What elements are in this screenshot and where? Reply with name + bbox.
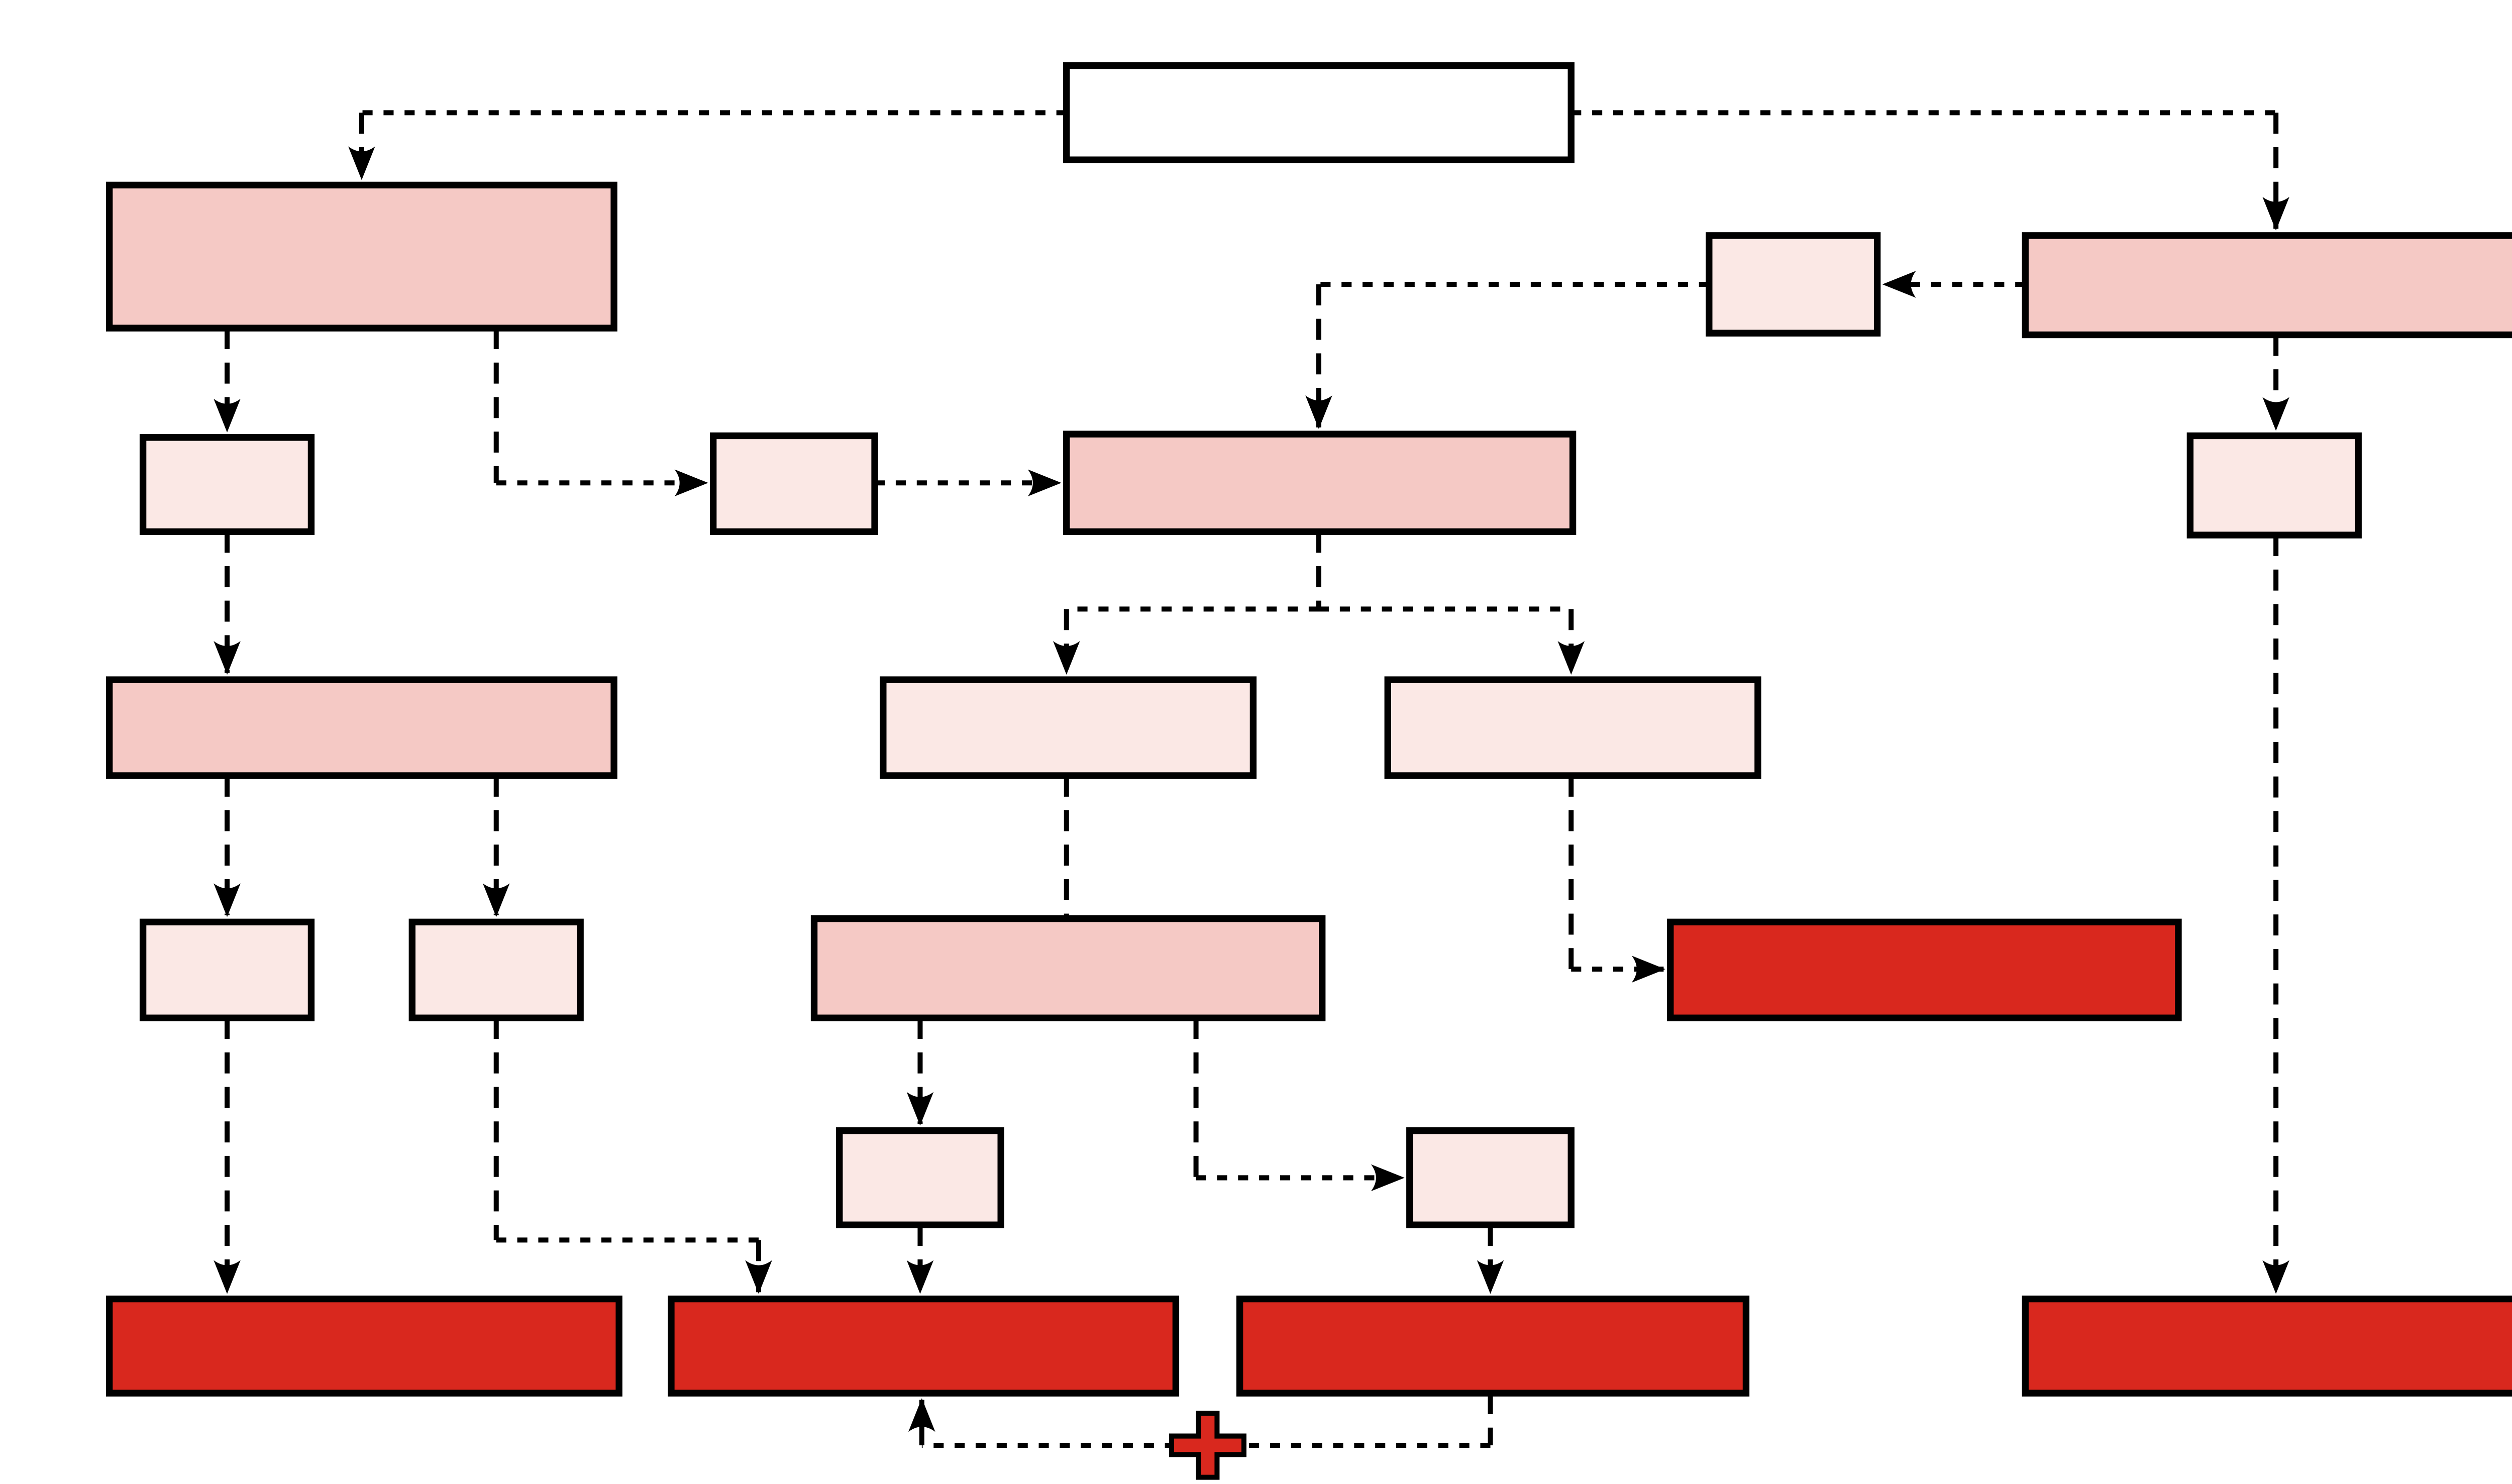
flow-node-f-small xyxy=(709,432,878,536)
flow-node-s-red xyxy=(1236,1295,1750,1397)
flow-node-p-small xyxy=(1406,1127,1575,1228)
flow-node-n-red xyxy=(1667,918,2182,1021)
flow-node-r-red xyxy=(668,1295,1180,1397)
flow-node-i-light xyxy=(880,676,1257,779)
flow-node-j-light xyxy=(1384,676,1761,779)
flow-node-k-small xyxy=(139,918,315,1021)
flow-node-g-small xyxy=(2186,432,2362,539)
nodes-layer xyxy=(106,62,2512,1397)
flow-node-l-small xyxy=(408,918,584,1021)
flow-node-h-wide xyxy=(106,676,617,779)
edges-layer xyxy=(214,110,2289,1448)
flow-node-t-red xyxy=(2022,1295,2512,1397)
symbols-layer xyxy=(1169,1411,1247,1480)
flow-node-m-mid xyxy=(810,915,1326,1021)
flow-node-root xyxy=(1063,62,1575,163)
flow-node-o-small xyxy=(836,1127,1004,1228)
flow-node-left-main xyxy=(106,181,617,332)
plus-merge-icon xyxy=(1169,1411,1247,1480)
flow-node-right-main xyxy=(2022,232,2512,339)
flow-node-right-small xyxy=(1706,232,1881,337)
flow-node-center-mid xyxy=(1063,431,1577,536)
flow-node-q-red xyxy=(106,1295,622,1397)
flow-node-e-small xyxy=(139,434,315,536)
